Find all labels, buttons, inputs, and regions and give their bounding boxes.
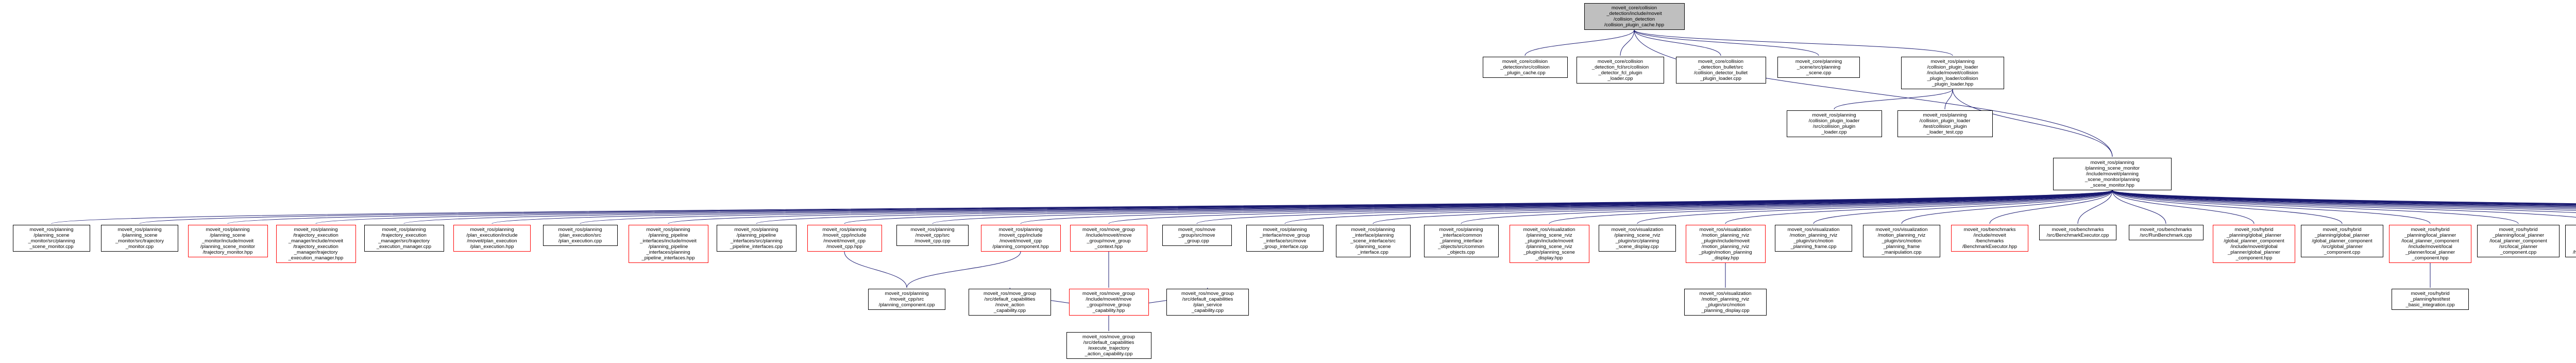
include-edge	[139, 190, 2113, 224]
include-edge	[1725, 190, 2113, 224]
graph-node[interactable]: moveit_ros/hybrid _planning/global_plann…	[2213, 225, 2295, 263]
include-edge	[2077, 190, 2113, 224]
include-edge	[1620, 29, 1635, 56]
include-edge	[2112, 190, 2576, 206]
include-edge	[1284, 190, 2113, 224]
include-edge	[1108, 190, 2113, 224]
graph-node[interactable]: moveit_ros/visualization /planning_scene…	[1509, 225, 1589, 263]
graph-node[interactable]: moveit_ros/planning /planning_scene _mon…	[188, 225, 268, 257]
graph-node[interactable]: moveit_ros/planning /planning_pipeline _…	[628, 225, 708, 263]
graph-node[interactable]: moveit_ros/planning /plan_execution/src …	[543, 225, 618, 246]
graph-node[interactable]: moveit_ros/visualization /motion_plannin…	[1863, 225, 1940, 257]
include-edge	[51, 190, 2113, 224]
include-edge	[1813, 190, 2113, 224]
include-edge	[1196, 190, 2113, 224]
graph-node[interactable]: moveit_ros/planning /collision_plugin_lo…	[1786, 110, 1882, 137]
graph-node[interactable]: moveit_ros/benchmarks /src/RunBenchmark.…	[2128, 225, 2204, 240]
graph-node[interactable]: moveit_ros/hybrid _planning/test/test _b…	[2392, 289, 2469, 310]
graph-node[interactable]: moveit_ros/planning _interface/planning …	[1335, 225, 1411, 257]
edge-group	[51, 29, 2576, 331]
include-edge	[1944, 89, 1953, 110]
include-edge	[403, 190, 2113, 224]
include-edge	[844, 251, 907, 288]
graph-node[interactable]: moveit_ros/planning /planning_scene _mon…	[13, 225, 90, 252]
include-edge	[2112, 190, 2166, 224]
include-edge	[1637, 190, 2113, 224]
include-edge	[1634, 29, 1953, 56]
graph-node[interactable]: moveit_ros/benchmarks /src/BenchmarkExec…	[2039, 225, 2116, 240]
include-edge	[2112, 190, 2431, 224]
include-edge	[2112, 190, 2255, 224]
graph-node[interactable]: moveit_ros/planning /trajectory_executio…	[276, 225, 356, 263]
include-edge	[2112, 190, 2519, 224]
graph-node[interactable]: moveit_ros/visualization /planning_scene…	[1599, 225, 1676, 252]
include-edge	[1461, 190, 2113, 224]
include-edge	[1634, 29, 1819, 56]
include-edge	[1901, 190, 2113, 224]
graph-node[interactable]: moveit_core/planning _scene/src/planning…	[1777, 57, 1860, 78]
graph-node[interactable]: moveit_ros/planning /trajectory_executio…	[364, 225, 444, 252]
include-edge	[668, 190, 2113, 224]
graph-node[interactable]: moveit_core/collision _detection_fcl/src…	[1577, 57, 1664, 84]
graph-node[interactable]: moveit_ros/move_group /include/moveit/mo…	[1070, 225, 1147, 252]
include-edge	[1524, 29, 1635, 56]
include-edge	[1372, 190, 2113, 224]
graph-node[interactable]: moveit_ros/move_group /src/default_capab…	[969, 289, 1051, 316]
graph-node[interactable]: moveit_ros/planning /collision_plugin_lo…	[1901, 57, 2004, 89]
graph-node[interactable]: moveit_ros/planning /moveit_cpp/src /pla…	[868, 289, 945, 310]
include-edge	[1634, 29, 1721, 56]
graph-node[interactable]: moveit_ros/planning /planning_pipeline _…	[716, 225, 796, 252]
include-edge	[580, 190, 2113, 224]
include-edge	[1020, 190, 2113, 224]
graph-node[interactable]: moveit_ros/visualization /motion_plannin…	[1685, 225, 1766, 263]
include-edge	[1549, 190, 2113, 224]
include-edge	[2112, 190, 2576, 204]
include-edge	[1952, 89, 2113, 157]
include-edge	[315, 190, 2113, 224]
graph-node[interactable]: moveit_ros/planning _interface/move_grou…	[1246, 225, 1324, 252]
include-edge	[1834, 89, 1953, 110]
graph-node[interactable]: moveit_ros/planning /planning_scene _mon…	[101, 225, 178, 252]
graph-node[interactable]: moveit_ros/planning _interface/common _p…	[1423, 225, 1499, 257]
include-edge	[2112, 190, 2576, 218]
include-edge	[2112, 190, 2576, 209]
graph-node[interactable]: moveit_core/collision _detection/include…	[1584, 3, 1685, 30]
graph-node[interactable]: moveit_ros/move _group/src/move _group.c…	[1162, 225, 1232, 246]
include-edge	[2112, 190, 2576, 208]
include-edge	[2112, 190, 2576, 211]
graph-node[interactable]: moveit_ros/visualization /motion_plannin…	[1684, 289, 1767, 316]
graph-node[interactable]: moveit_ros/hybrid _planning/local_planne…	[2389, 225, 2471, 263]
graph-node[interactable]: moveit_ros/planning /moveit_cpp/include …	[807, 225, 882, 252]
include-edge	[2112, 190, 2576, 207]
graph-node[interactable]: moveit_ros/move_group /src/default_capab…	[1066, 332, 1151, 359]
graph-node[interactable]: moveit_ros/hybrid _planning/hybrid_plann…	[2565, 225, 2576, 257]
graph-node[interactable]: moveit_ros/planning /moveit_cpp/include …	[980, 225, 1061, 252]
include-edge	[2112, 190, 2343, 224]
graph-node[interactable]: moveit_ros/move_group /include/moveit/mo…	[1069, 289, 1149, 316]
graph-node[interactable]: moveit_ros/move_group /src/default_capab…	[1166, 289, 1249, 316]
graph-node[interactable]: moveit_core/collision _detection/src/col…	[1482, 57, 1568, 78]
include-edge	[1634, 29, 2113, 157]
graph-node[interactable]: moveit_ros/planning /plan_execution/incl…	[453, 225, 531, 252]
include-edge	[2112, 190, 2576, 206]
graph-node[interactable]: moveit_ros/visualization /motion_plannin…	[1775, 225, 1852, 252]
graph-node[interactable]: moveit_ros/planning /collision_plugin_lo…	[1897, 110, 1993, 137]
include-edge	[2112, 190, 2576, 207]
graph-node[interactable]: moveit_ros/benchmarks /include/moveit /b…	[1951, 225, 2028, 252]
graph-node[interactable]: moveit_core/collision _detection_bullet/…	[1675, 57, 1766, 84]
graph-node[interactable]: moveit_ros/hybrid _planning/local_planne…	[2477, 225, 2560, 257]
include-edge	[1989, 190, 2113, 224]
graph-node[interactable]: moveit_ros/planning /moveit_cpp/src /mov…	[896, 225, 969, 246]
include-edge	[2112, 190, 2576, 213]
graph-node[interactable]: moveit_ros/planning /planning_scene_moni…	[2053, 158, 2172, 190]
graph-node[interactable]: moveit_ros/hybrid _planning/global_plann…	[2301, 225, 2383, 257]
include-edge	[906, 251, 1021, 288]
